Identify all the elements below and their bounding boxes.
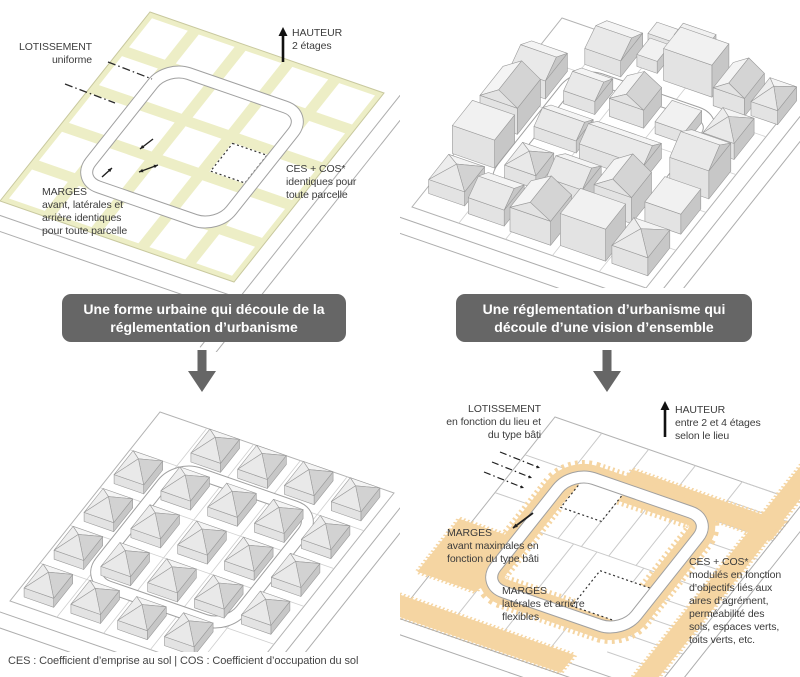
down-arrow-icon <box>593 350 621 392</box>
varied-neighborhood-3d <box>400 0 800 288</box>
banner-forme-urbaine: Une forme urbaine qui découle de la régl… <box>62 294 346 342</box>
down-arrow-icon <box>188 350 216 392</box>
uniform-subdivision-plan <box>0 0 400 352</box>
label-hauteur-2-etages: HAUTEUR 2 étages <box>292 27 343 53</box>
label-hauteur-2-4-etages: HAUTEUR entre 2 et 4 étages selon le lie… <box>675 404 761 443</box>
legend-ces-cos: CES : Coefficient d’emprise au sol | COS… <box>8 655 359 667</box>
banner-reglementation: Une réglementation d’urbanisme qui décou… <box>456 294 752 342</box>
label-ces-cos-modules: CES + COS* modulés en fonction d’objecti… <box>689 556 782 647</box>
label-marges-laterales: MARGES latérales et arrière flexibles <box>502 585 585 624</box>
label-marges-avant: MARGES avant maximales en fonction du ty… <box>447 527 539 566</box>
label-ces-cos-identiques: CES + COS* identiques pour toute parcell… <box>286 163 357 202</box>
uniform-houses-3d <box>0 392 400 652</box>
vision-subdivision-plan <box>400 401 800 677</box>
label-marges-identiques: MARGES avant, latérales et arrière ident… <box>42 186 128 238</box>
label-lotissement-uniforme: LOTISSEMENT uniforme <box>19 41 92 67</box>
label-lotissement-fonction: LOTISSEMENT en fonction du lieu et du ty… <box>446 403 541 442</box>
